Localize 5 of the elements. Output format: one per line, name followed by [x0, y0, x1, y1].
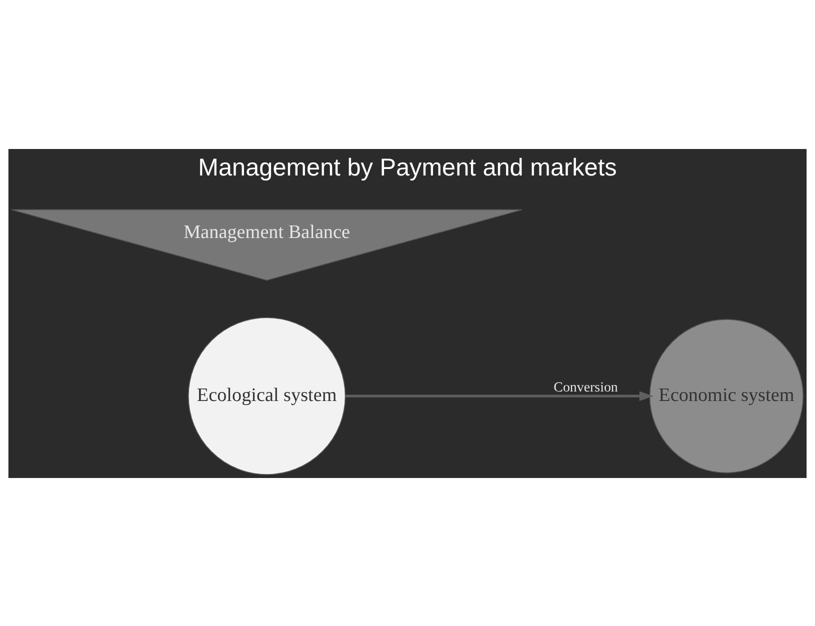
arrow — [345, 390, 654, 400]
node-circle: Economic system — [649, 318, 804, 473]
diagram-title: Management by Payment and markets — [198, 154, 617, 181]
node-circle: Ecological system — [188, 316, 346, 474]
edge-label: Conversion — [554, 380, 618, 396]
